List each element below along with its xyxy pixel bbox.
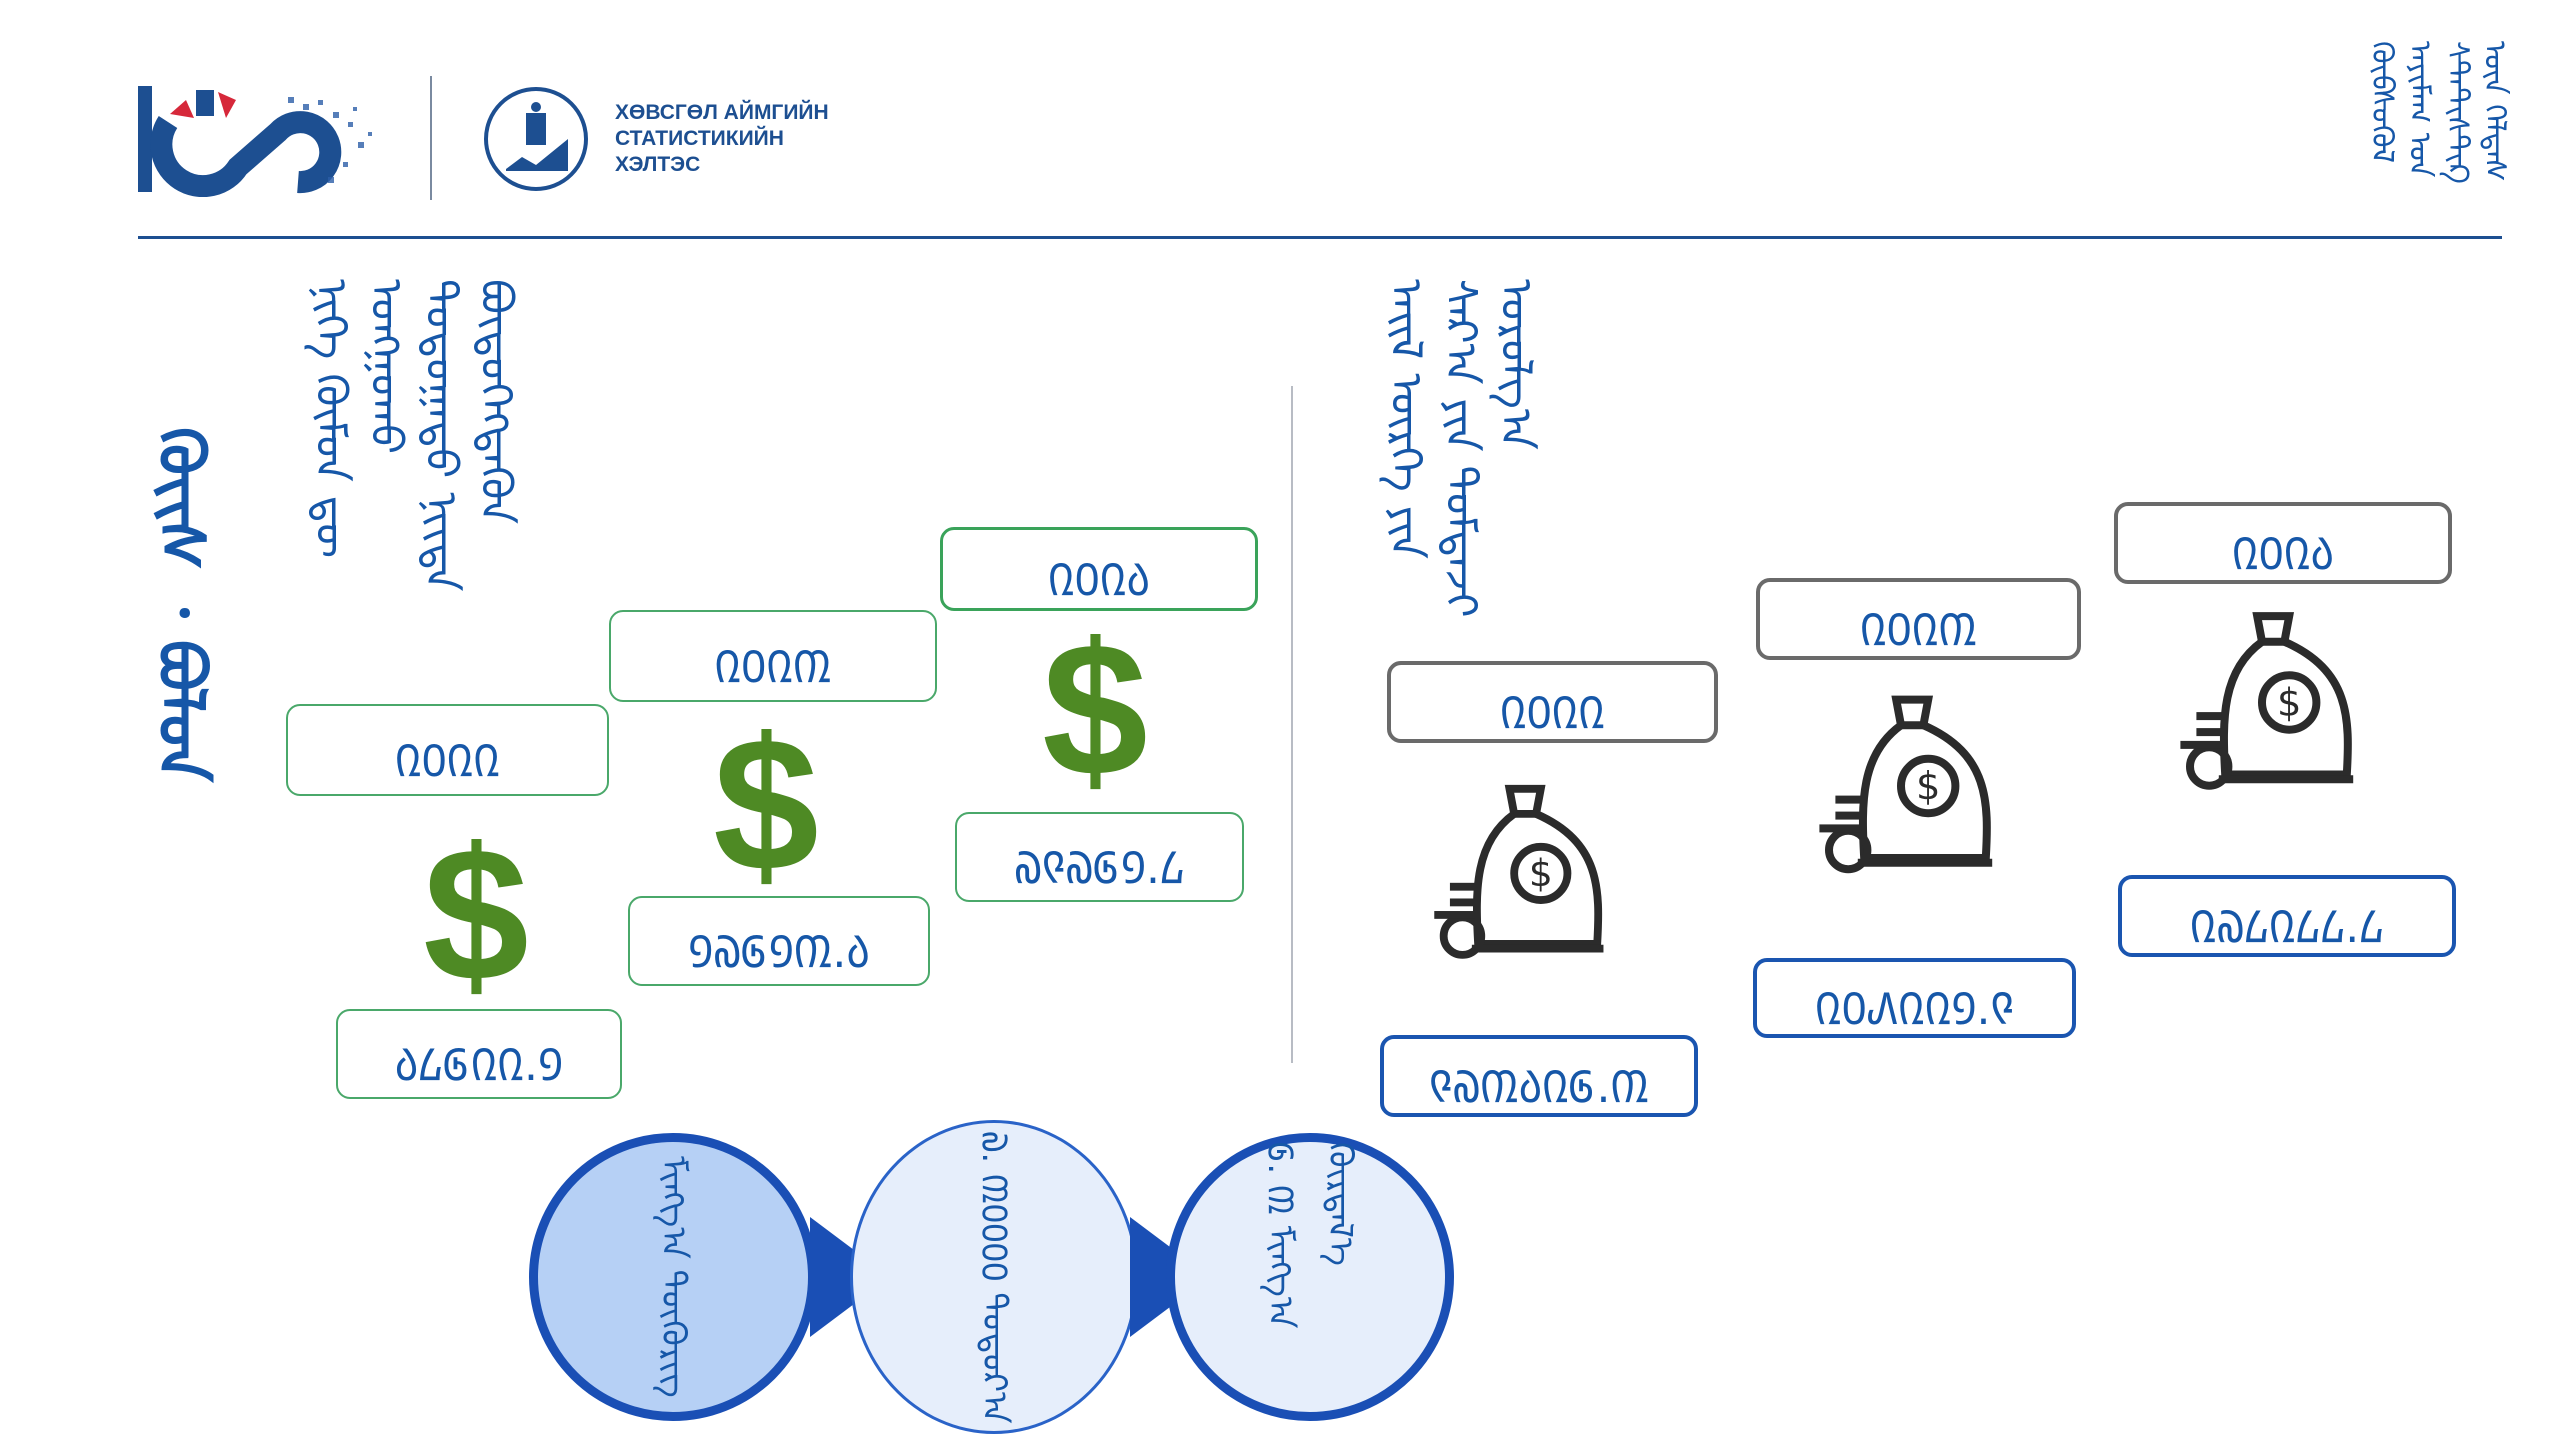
centennial-logo <box>138 82 394 198</box>
section-divider <box>1291 386 1293 1063</box>
statistics-emblem <box>484 87 588 191</box>
svg-text:$: $ <box>1529 851 1553 895</box>
svg-text:$: $ <box>2277 680 2301 725</box>
year-box-2022: ᠒᠐᠒᠒ <box>1387 661 1718 743</box>
value-box-2024: ᠒᠗᠘᠒᠘᠘.᠘ <box>2118 875 2456 957</box>
legend-circle-label: ᠗. ᠓᠐᠐᠐᠐ ᠳᠣᠲᠣᠷ᠎ᠠ <box>974 1130 1014 1424</box>
value-box-2023: ᠒᠐᠕᠒᠒᠑.᠙ <box>1753 958 2076 1038</box>
header-divider <box>430 76 432 200</box>
money-bag-icon: $ <box>1819 695 1993 874</box>
value-box-2023: ᠑᠗᠖᠑᠓.᠔ <box>628 896 930 986</box>
org-name: ХӨВСГӨЛ АЙМГИЙН СТАТИСТИКИЙН ХЭЛТЭС <box>615 100 829 178</box>
dollar-icon: $ <box>1042 604 1148 816</box>
org-name-line: ХӨВСГӨЛ АЙМГИЙН <box>615 101 829 124</box>
section-title: ᠬᠦᠢᠰ ᠂ ᠪᠣᠯᠣᠨ <box>143 427 217 782</box>
money-bag-icon: $ <box>1434 784 1604 959</box>
right-subtitle: ᠠᠢᠯ ᠥᠷᠬᠡ ᠶᠢᠨ ᠰᠠᠷ᠎ᠠ ᠶᠢᠨ ᠳᠤᠮᠳᠠᠵᠢ ᠣᠷᠣᠯᠭ᠎ᠠ <box>1380 279 1541 618</box>
org-name-line: СТАТИСТИКИЙН <box>615 127 784 150</box>
svg-text:$: $ <box>1916 764 1940 809</box>
year-box-2022: ᠒᠐᠒᠒ <box>286 704 609 796</box>
value-box-2022: ᠔᠘᠖᠒᠒.᠑ <box>336 1009 622 1099</box>
year-box-2024: ᠒᠐᠒᠔ <box>940 527 1258 611</box>
dollar-icon: $ <box>713 699 819 911</box>
year-box-2023: ᠒᠐᠒᠓ <box>609 610 937 702</box>
left-subtitle: ᠨᠢᠭᠡ ᠬᠦᠮᠦᠨ ᠳᠦ ᠣᠩᠭᠣᠬᠤ ᠳᠣᠲᠣᠭᠠᠳᠤ ᠨᠢᠢᠲᠡ ᠪᠦᠲᠦ… <box>305 279 521 592</box>
legend-circle-1: ᠮᠢᠩᠭ᠎ᠠ ᠲᠥᠭᠦᠷᠢᠭ <box>529 1133 817 1421</box>
money-bag-icon: $ <box>2180 612 2354 790</box>
value-box-2022: ᠙᠗᠓᠔᠒᠖.᠓ <box>1380 1035 1698 1117</box>
legend-circle-label: ᠖. ᠓ ᠮᠢᠩᠭ᠎ᠠ ᠬᠦᠷᠲᠡᠯ᠎ᠡ <box>1260 1142 1360 1329</box>
value-box-2024: ᠗᠙᠗᠖᠑.᠘ <box>955 812 1244 902</box>
legend-circle-label: ᠮᠢᠩᠭ᠎ᠠ ᠲᠥᠭᠦᠷᠢᠭ <box>653 1156 693 1398</box>
header-rule <box>138 236 2502 239</box>
dollar-icon: $ <box>423 809 529 1021</box>
legend-circle-2: ᠗. ᠓᠐᠐᠐᠐ ᠳᠣᠲᠣᠷ᠎ᠠ <box>850 1120 1138 1434</box>
legend-circle-3: ᠖. ᠓ ᠮᠢᠩᠭ᠎ᠠ ᠬᠦᠷᠲᠡᠯ᠎ᠡ <box>1166 1133 1454 1421</box>
year-box-2023: ᠒᠐᠒᠓ <box>1756 578 2081 660</box>
top-right-script: ᠬᠦᠪᠰᠦᠭᠦᠯ ᠠᠶᠢᠮᠠᠭ ᠤᠨ ᠰᠲ᠋ᠠᠲ᠋ᠢᠰᠲ᠋ᠢᠺ ᠦᠨ ᠬᠡᠯᠲᠡ… <box>2364 41 2513 184</box>
year-box-2024: ᠒᠐᠒᠔ <box>2114 502 2452 584</box>
org-name-line: ХЭЛТЭС <box>615 153 701 176</box>
